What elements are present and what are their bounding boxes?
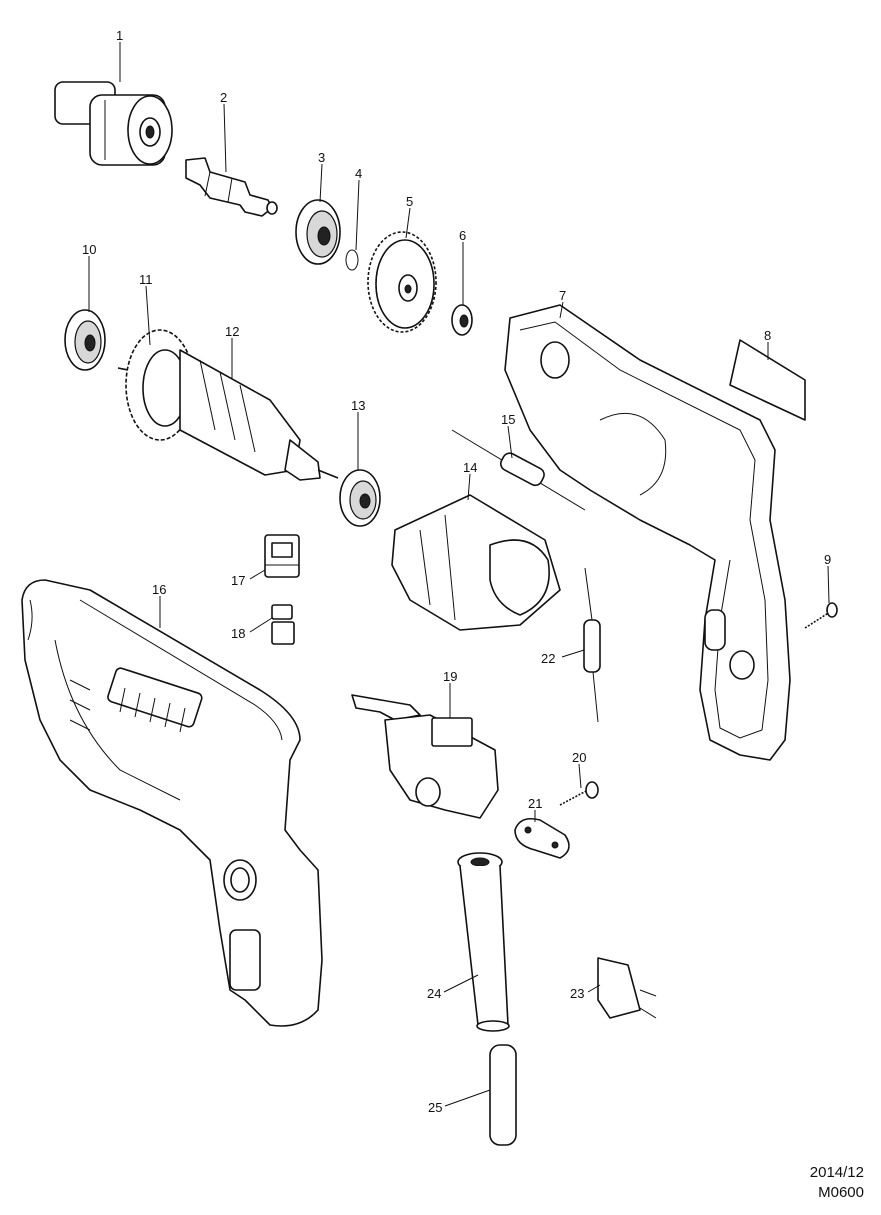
document-footer: 2014/12 M0600 [810,1163,864,1203]
part-number: 14 [463,460,477,475]
part-brush-holder [264,534,300,578]
part-number: 8 [764,328,771,343]
part-number: 11 [139,272,153,287]
part-motor-housing [504,304,791,761]
part-field [391,494,561,631]
part-number: 13 [351,398,365,413]
part-number: 23 [570,986,584,1001]
part-number: 22 [541,651,555,666]
part-ball-bearing-10 [64,309,106,371]
part-handle-set [21,579,323,1027]
part-ball-bearing-6 [451,304,473,336]
part-spindle [185,157,278,217]
part-pin [451,429,586,511]
diagram-code: M0600 [818,1184,864,1201]
part-number: 19 [443,669,457,684]
part-ball-bearing-3 [295,199,341,265]
part-number: 25 [428,1100,442,1115]
revision-date: 2014/12 [809,1164,864,1181]
part-tapping-screw-9 [804,602,838,629]
part-number: 7 [559,288,566,303]
part-number: 9 [824,552,831,567]
part-spur-gear [367,231,437,333]
part-switch [351,694,499,819]
part-number: 10 [82,242,96,257]
part-number: 2 [220,90,227,105]
part-number: 20 [572,750,586,765]
part-drill-chuck [54,81,173,166]
part-strain-relief [514,817,570,859]
part-retaining-ring [345,249,359,271]
part-number: 17 [231,573,245,588]
part-number: 15 [501,412,515,427]
leader-lines [88,42,830,1107]
part-noise-filter [597,957,657,1019]
part-noise-suppressor [583,567,601,723]
part-armature-assembly [117,329,339,481]
part-number-labels: 1 2 3 4 5 6 7 8 9 10 11 12 13 14 15 16 1… [82,28,831,1115]
part-number: 24 [427,986,441,1001]
part-carbon-brush [271,604,295,645]
part-number: 12 [225,324,239,339]
part-number: 16 [152,582,166,597]
part-number: 3 [318,150,325,165]
part-number: 18 [231,626,245,641]
part-cord [489,1044,517,1146]
part-tapping-screw-20 [559,781,599,806]
part-ball-bearing-13 [339,469,381,527]
part-number: 5 [406,194,413,209]
part-number: 6 [459,228,466,243]
part-number: 1 [116,28,123,43]
part-name-plate [729,339,806,421]
part-number: 4 [355,166,362,181]
part-number: 21 [528,796,542,811]
part-cord-guard [457,852,510,1032]
